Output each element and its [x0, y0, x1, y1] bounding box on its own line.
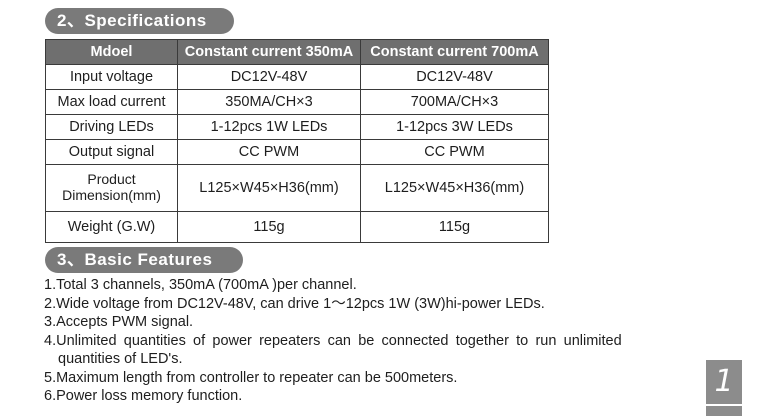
- row-label: Input voltage: [45, 64, 178, 90]
- header-model: Mdoel: [45, 39, 178, 65]
- table-row: Product Dimension(mm) L125×W45×H36(mm) L…: [45, 164, 549, 212]
- list-item: 2.Wide voltage from DC12V-48V, can drive…: [44, 295, 545, 312]
- row-label: Max load current: [45, 89, 178, 115]
- specifications-table: Mdoel Constant current 350mA Constant cu…: [45, 39, 549, 243]
- table-row: Driving LEDs 1-12pcs 1W LEDs 1-12pcs 3W …: [45, 114, 549, 140]
- page-badge-base: [706, 406, 742, 416]
- table-row: Weight (G.W) 115g 115g: [45, 211, 549, 243]
- cell-700: 1-12pcs 3W LEDs: [360, 114, 549, 140]
- cell-700: CC PWM: [360, 139, 549, 165]
- header-350ma: Constant current 350mA: [177, 39, 361, 65]
- row-label: Output signal: [45, 139, 178, 165]
- list-item: 3.Accepts PWM signal.: [44, 314, 194, 330]
- list-item: 5.Maximum length from controller to repe…: [44, 369, 458, 386]
- cell-350: 350MA/CH×3: [177, 89, 361, 115]
- list-item: 1.Total 3 channels, 350mA (700mA )per ch…: [44, 277, 357, 293]
- cell-350: CC PWM: [177, 139, 361, 165]
- cell-350: DC12V-48V: [177, 64, 361, 90]
- list-item-continuation: quantities of LED's.: [58, 351, 183, 367]
- cell-350: 115g: [177, 211, 361, 243]
- table-row: Max load current 350MA/CH×3 700MA/CH×3: [45, 89, 549, 115]
- specifications-heading: 2、Specifications: [45, 8, 234, 34]
- page-number-badge: 1: [706, 360, 742, 404]
- table-header-row: Mdoel Constant current 350mA Constant cu…: [45, 39, 549, 65]
- cell-350: L125×W45×H36(mm): [177, 164, 361, 212]
- table-row: Input voltage DC12V-48V DC12V-48V: [45, 64, 549, 90]
- row-label-dimension: Dimension(mm): [62, 187, 161, 203]
- row-label: Driving LEDs: [45, 114, 178, 140]
- row-label: Weight (G.W): [45, 211, 178, 243]
- row-label-product: Product: [87, 171, 136, 187]
- cell-700: 700MA/CH×3: [360, 89, 549, 115]
- features-list: 1.Total 3 channels, 350mA (700mA )per ch…: [44, 276, 744, 406]
- row-label: Product Dimension(mm): [45, 164, 178, 212]
- basic-features-heading: 3、Basic Features: [45, 247, 243, 273]
- cell-700: DC12V-48V: [360, 64, 549, 90]
- cell-700: L125×W45×H36(mm): [360, 164, 549, 212]
- table-row: Output signal CC PWM CC PWM: [45, 139, 549, 165]
- list-item: 6.Power loss memory function.: [44, 388, 243, 404]
- list-item: 4.Unlimited quantities of power repeater…: [44, 332, 622, 349]
- header-700ma: Constant current 700mA: [360, 39, 549, 65]
- cell-350: 1-12pcs 1W LEDs: [177, 114, 361, 140]
- cell-700: 115g: [360, 211, 549, 243]
